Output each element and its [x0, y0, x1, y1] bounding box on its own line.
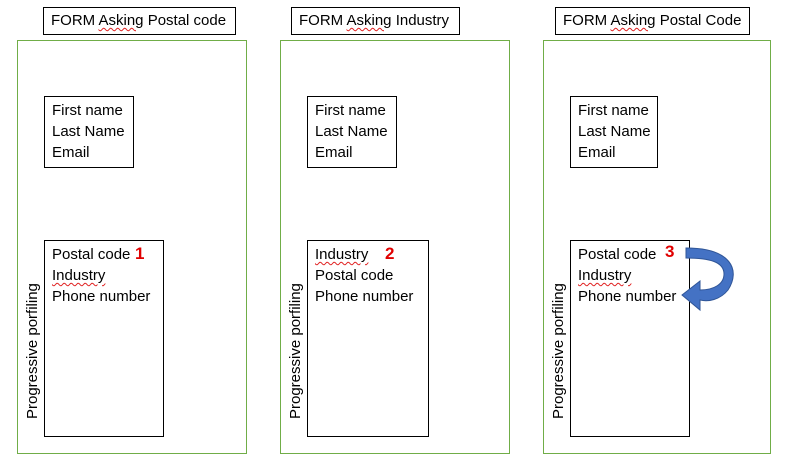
progressive-fields-box: Postal code Industry Phone number 3	[570, 240, 690, 437]
field-label: Phone number	[578, 288, 677, 305]
first-name-label: First name	[52, 102, 123, 119]
title-suffix: Industry	[391, 12, 450, 29]
title-suffix: Postal Code	[655, 12, 742, 29]
progressive-profiling-label: Progressive porfiling	[24, 283, 41, 419]
email-label: Email	[315, 144, 353, 161]
step-number: 2	[385, 244, 395, 263]
email-label: Email	[52, 144, 90, 161]
field-label: Industry	[52, 267, 106, 284]
last-name-label: Last Name	[578, 123, 651, 140]
last-name-label: Last Name	[315, 123, 388, 140]
progressive-fields-box: Industry Postal code Phone number 2	[307, 240, 429, 437]
rotate-arrow-icon	[681, 247, 734, 312]
first-name-label: First name	[578, 102, 649, 119]
progressive-fields-box: Postal code Industry Phone number 1	[44, 240, 164, 437]
form-title-3: FORM Asking Postal Code	[555, 7, 750, 35]
field-label: Phone number	[52, 288, 151, 305]
field-label: Industry	[578, 267, 632, 284]
progressive-profiling-label: Progressive porfiling	[550, 283, 567, 419]
contact-fields-box: First name Last Name Email	[44, 96, 134, 168]
contact-fields-box: First name Last Name Email	[570, 96, 658, 168]
email-label: Email	[578, 144, 616, 161]
field-label: Industry	[315, 246, 369, 263]
title-prefix: FORM	[51, 12, 99, 29]
step-number: 3	[665, 242, 675, 261]
field-label: Postal code	[578, 246, 657, 263]
form-panel-1: First name Last Name Email Postal code I…	[17, 40, 247, 454]
form-title-2: FORM Asking Industry	[291, 7, 460, 35]
title-keyword: Asking	[98, 12, 144, 29]
first-name-label: First name	[315, 102, 386, 119]
title-prefix: FORM	[299, 12, 347, 29]
form-panel-3: First name Last Name Email Postal code I…	[543, 40, 771, 454]
progressive-profiling-label: Progressive porfiling	[287, 283, 304, 419]
field-label: Postal code	[52, 246, 131, 263]
title-suffix: Postal code	[143, 12, 227, 29]
form-title-1: FORM Asking Postal code	[43, 7, 236, 35]
title-keyword: Asking	[610, 12, 656, 29]
form-panel-2: First name Last Name Email Industry Post…	[280, 40, 510, 454]
step-number: 1	[135, 244, 145, 263]
title-keyword: Asking	[346, 12, 392, 29]
contact-fields-box: First name Last Name Email	[307, 96, 397, 168]
field-label: Postal code	[315, 267, 394, 284]
field-label: Phone number	[315, 288, 414, 305]
last-name-label: Last Name	[52, 123, 125, 140]
title-prefix: FORM	[563, 12, 611, 29]
